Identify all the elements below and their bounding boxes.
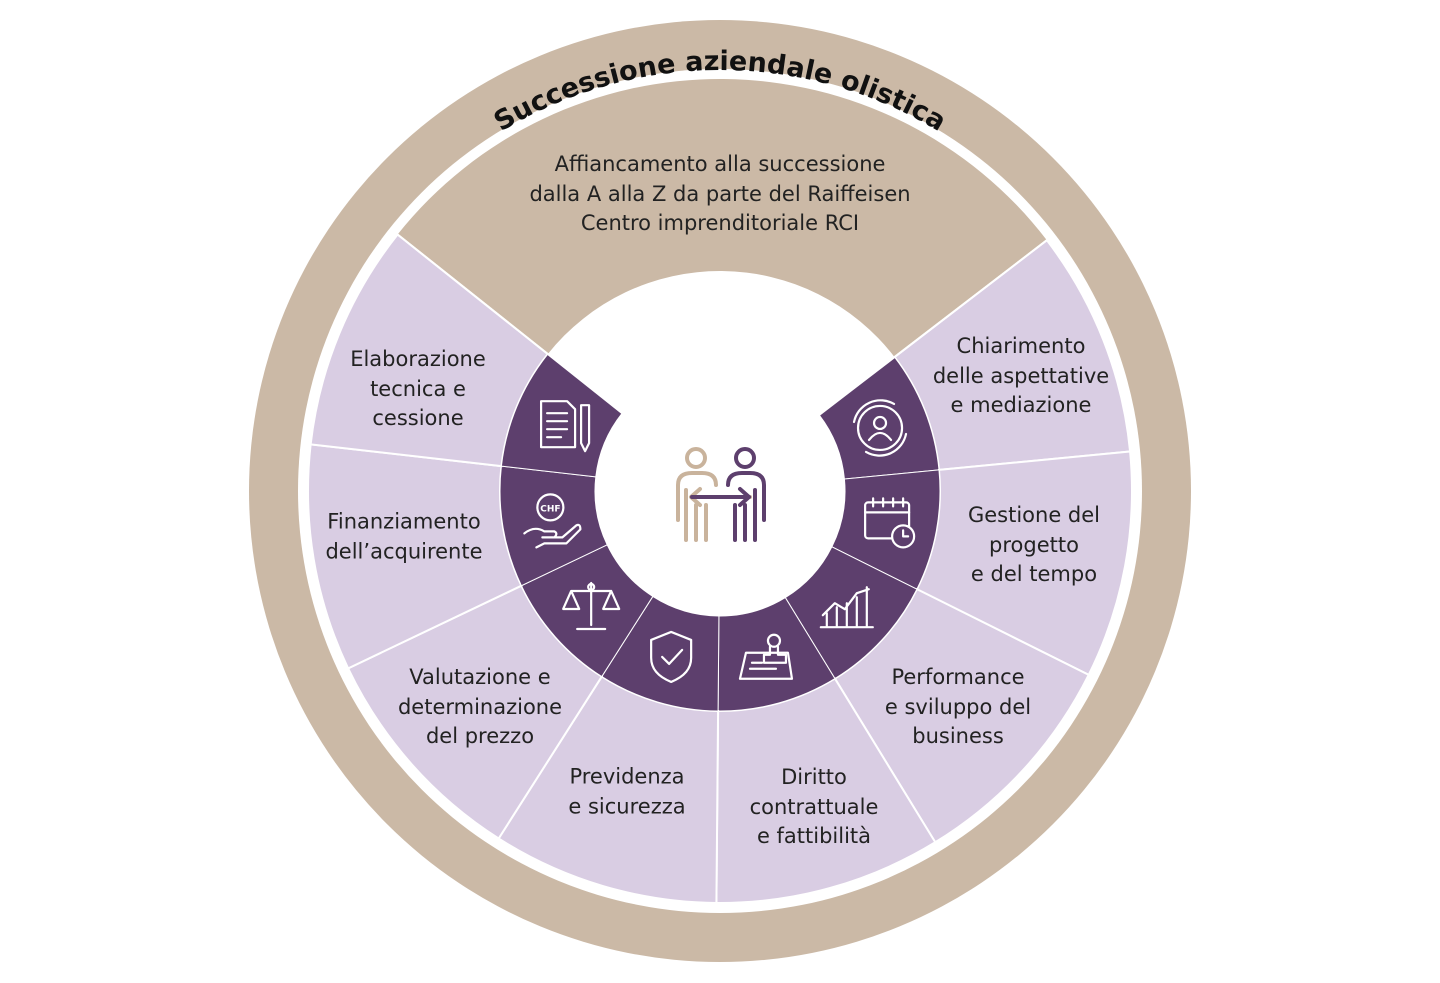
segment-divider	[818, 239, 1048, 416]
label-line: Affiancamento alla successione	[554, 151, 886, 176]
label-line: cessione	[372, 405, 464, 430]
handover-icon	[676, 447, 766, 542]
top-segment	[397, 78, 1047, 358]
shield-check-icon	[650, 630, 693, 684]
calendar-clock-icon	[864, 497, 916, 549]
chart-growth-icon	[819, 586, 874, 629]
hand-chf-icon: CHF	[523, 493, 582, 549]
label-line: Previdenza	[569, 764, 685, 789]
segment-divider	[396, 233, 623, 414]
center-circle	[595, 366, 845, 616]
label-line: e mediazione	[950, 392, 1092, 417]
label-line: e sicurezza	[568, 794, 686, 818]
label-line: determinazione	[397, 694, 563, 719]
label-line: progetto	[989, 532, 1079, 557]
segment-label-valutazione: Valutazione e determinazione del prezzo	[398, 663, 562, 752]
segment-label-chiarimento: Chiarimento delle aspettative e mediazione	[933, 332, 1109, 421]
label-line: contrattuale	[749, 794, 879, 819]
label-line: dalla A alla Z da parte del Raiffeisen	[529, 181, 911, 206]
label-line: del prezzo	[425, 723, 535, 748]
person-cycle-icon	[852, 399, 908, 457]
segment-label-elaborazione: Elaborazione tecnica e cessione	[350, 345, 486, 434]
segment-label-performance: Performance e sviluppo del business	[885, 663, 1031, 752]
document-pen-icon	[539, 400, 591, 453]
label-line: e sviluppo del	[884, 694, 1032, 719]
label-line: dell’acquirente	[325, 539, 483, 563]
scales-icon	[562, 581, 621, 631]
segment-label-diritto: Diritto contrattuale e fattibilità	[750, 763, 879, 852]
label-line: Centro imprenditoriale RCI	[580, 210, 860, 235]
label-line: e fattibilità	[756, 823, 872, 848]
label-line: Valutazione e	[409, 664, 551, 689]
label-line: tecnica e	[370, 376, 466, 401]
label-line: Performance	[891, 664, 1025, 689]
label-line: Elaborazione	[350, 346, 486, 371]
segment-label-previdenza: Previdenza e sicurezza	[568, 763, 685, 822]
chf-text: CHF	[540, 504, 560, 514]
label-line: Diritto	[781, 764, 847, 789]
segment-label-gestione: Gestione del progetto e del tempo	[968, 501, 1100, 590]
label-line: e del tempo	[970, 561, 1098, 586]
label-line: Gestione del	[967, 502, 1101, 527]
top-segment-label: Affiancamento alla successione dalla A a…	[529, 150, 910, 239]
stamp-icon	[738, 633, 794, 680]
label-line: business	[912, 723, 1004, 748]
label-line: Finanziamento	[327, 509, 481, 534]
segment-label-finanziamento: Finanziamento dell’acquirente	[325, 508, 482, 567]
label-line: delle aspettative	[932, 363, 1110, 388]
label-line: Chiarimento	[956, 333, 1086, 358]
